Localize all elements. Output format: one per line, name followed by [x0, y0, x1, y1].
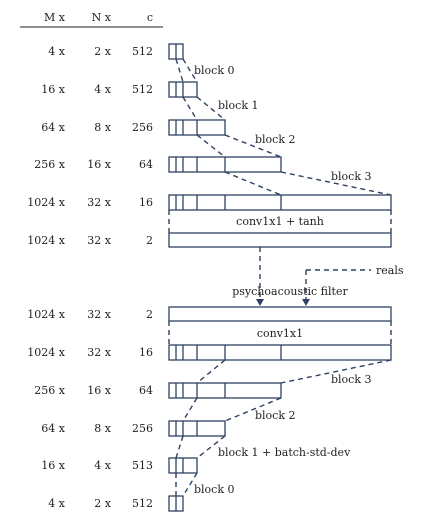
table-row: 4 x 2 x 512: [48, 45, 153, 58]
row-c: 2: [146, 234, 153, 247]
label-reals: reals: [376, 264, 404, 277]
row-m: 1024 x: [27, 196, 65, 209]
row-m: 4 x: [48, 497, 65, 510]
table-row: 16 x 4 x 513: [41, 459, 153, 472]
row-c: 256: [132, 422, 153, 435]
label-conv-tanh: conv1x1 + tanh: [236, 215, 324, 228]
tensor-1024x32x2-bottom: [168, 306, 392, 322]
row-n: 16 x: [87, 158, 111, 171]
row-n: 8 x: [94, 422, 111, 435]
bottom-stack: conv1x1 block 3 block 2 block 1 + batch-…: [168, 306, 392, 512]
row-c: 512: [132, 83, 153, 96]
table-row: 1024 x 32 x 16: [27, 196, 153, 209]
tensor-64x8-top: [168, 119, 226, 136]
table-row: 256 x 16 x 64: [34, 384, 153, 397]
filter-junction: reals psychoacoustic filter: [232, 247, 404, 306]
row-m: 256 x: [34, 158, 65, 171]
label-block-3-bottom: block 3: [331, 373, 372, 386]
row-n: 32 x: [87, 234, 111, 247]
table-row: 1024 x 32 x 16: [27, 346, 153, 359]
header-c: c: [147, 11, 153, 24]
row-m: 1024 x: [27, 346, 65, 359]
tensor-256x16-top: [168, 156, 282, 173]
row-n: 4 x: [94, 459, 111, 472]
row-n: 32 x: [87, 346, 111, 359]
row-m: 64 x: [41, 121, 65, 134]
label-block-3-top: block 3: [331, 170, 372, 183]
dimension-table: 4 x 2 x 512 16 x 4 x 512 64 x 8 x 256 25…: [27, 45, 153, 510]
row-n: 2 x: [94, 45, 111, 58]
row-c: 64: [139, 384, 153, 397]
table-row: 4 x 2 x 512: [48, 497, 153, 510]
row-n: 8 x: [94, 121, 111, 134]
label-block-2-top: block 2: [255, 133, 296, 146]
tensor-1024x32x16-top: [168, 194, 392, 211]
row-c: 2: [146, 308, 153, 321]
row-m: 256 x: [34, 384, 65, 397]
label-psychoacoustic-filter: psychoacoustic filter: [232, 285, 348, 298]
row-m: 16 x: [41, 459, 65, 472]
tensor-64x8-bottom: [168, 420, 226, 437]
tensor-1024x32x2-top: [168, 232, 392, 248]
table-header: M x N x c: [20, 11, 163, 28]
row-c: 512: [132, 45, 153, 58]
table-row: 256 x 16 x 64: [34, 158, 153, 171]
table-row: 1024 x 32 x 2: [27, 308, 153, 321]
label-block-2-bottom: block 2: [255, 409, 296, 422]
tensor-4x2-bottom: [168, 495, 184, 512]
label-conv1x1: conv1x1: [257, 327, 303, 340]
row-n: 2 x: [94, 497, 111, 510]
top-stack: block 0 block 1 block 2 block 3 conv1x1 …: [168, 43, 392, 248]
row-m: 16 x: [41, 83, 65, 96]
row-m: 1024 x: [27, 234, 65, 247]
row-m: 1024 x: [27, 308, 65, 321]
row-c: 512: [132, 497, 153, 510]
table-row: 64 x 8 x 256: [41, 422, 153, 435]
tensor-16x4-bottom: [168, 457, 198, 474]
tensor-16x4-top: [168, 81, 198, 98]
tensor-256x16-bottom: [168, 382, 282, 399]
label-block-0-bottom: block 0: [194, 483, 235, 496]
row-c: 16: [139, 346, 153, 359]
label-block-1-bottom: block 1 + batch-std-dev: [218, 446, 351, 459]
tensor-1024x32x16-bottom: [168, 344, 392, 361]
row-m: 4 x: [48, 45, 65, 58]
label-block-0-top: block 0: [194, 64, 235, 77]
table-row: 1024 x 32 x 2: [27, 234, 153, 247]
row-n: 4 x: [94, 83, 111, 96]
row-c: 256: [132, 121, 153, 134]
row-n: 16 x: [87, 384, 111, 397]
table-row: 64 x 8 x 256: [41, 121, 153, 134]
label-block-1-top: block 1: [218, 99, 259, 112]
row-n: 32 x: [87, 196, 111, 209]
row-n: 32 x: [87, 308, 111, 321]
tensor-4x2-top: [168, 43, 184, 60]
header-m: M x: [44, 11, 66, 24]
row-c: 16: [139, 196, 153, 209]
row-m: 64 x: [41, 422, 65, 435]
row-c: 64: [139, 158, 153, 171]
row-c: 513: [132, 459, 153, 472]
header-n: N x: [92, 11, 112, 24]
table-row: 16 x 4 x 512: [41, 83, 153, 96]
